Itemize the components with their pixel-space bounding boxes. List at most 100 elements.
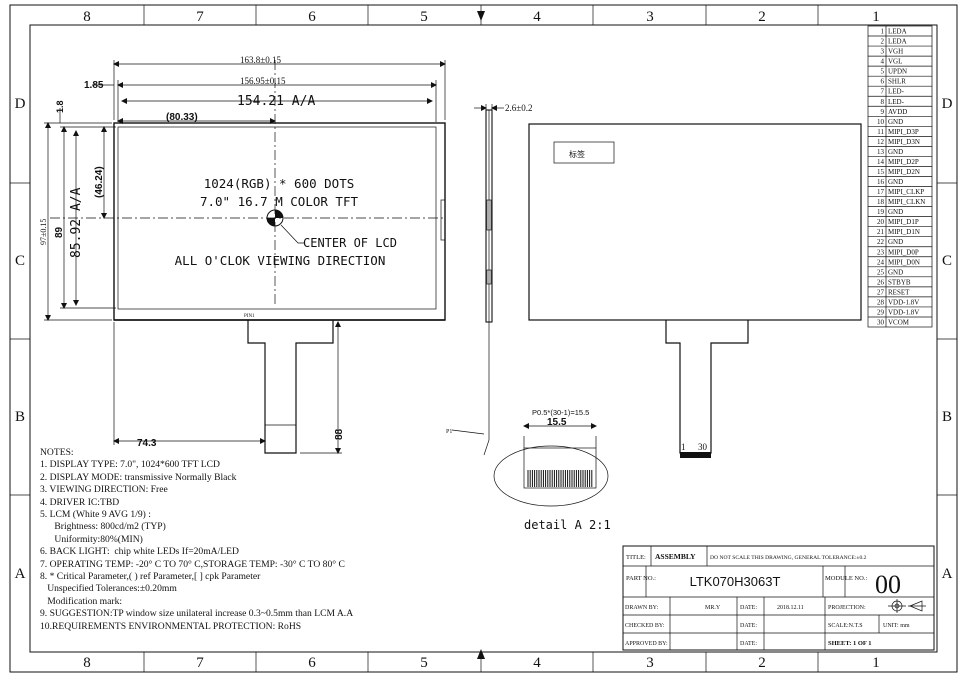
dim-width-outer: 163.8±0.15 [240,55,281,65]
pin-signal: LED- [888,98,905,106]
pin-signal: VGL [888,58,902,66]
fpc-outline [247,320,334,454]
detail-caption: detail A 2:1 [524,518,611,532]
row-label-right: D [942,96,953,112]
title-label: TITLE: [626,554,646,561]
dim-height-outer: 97±0.15 [39,219,48,245]
pin-number: 12 [877,138,885,146]
col-label-top: 7 [196,9,204,25]
pin-number: 3 [881,48,885,56]
pin-signal: MIPI_D2N [888,168,920,176]
front-view: PIN1 163.8±0.15 156.95±0.15 1.85 154.21 … [39,55,446,454]
pin-signal: MIPI_CLKN [888,198,925,206]
note-line: 1. DISPLAY TYPE: 7.0", 1024*600 TFT LCD [40,459,220,471]
col-label-bottom: 6 [308,655,316,671]
sheet-border [9,4,958,673]
module-outline [113,122,446,321]
pin-signal: MIPI_D3N [888,138,920,146]
row-label-left: A [15,566,26,582]
pin-signal: MIPI_D1N [888,228,920,236]
note-line: 5. LCM (White 9 AVG 1/9) : [40,509,151,521]
title-value: ASSEMBLY [655,552,696,561]
col-label-top: 1 [872,9,880,25]
p1-label: P1 [446,429,452,435]
notes-block: NOTES: 1. DISPLAY TYPE: 7.0", 1024*600 T… [40,447,353,633]
unit-label: UNIT: mm [883,623,910,629]
pin-signal: AVDD [888,108,907,116]
pin-signal: VGH [888,48,903,56]
projection-label: PROJECTION: [828,605,866,611]
title-block: TITLE: ASSEMBLY DO NOT SCALE THIS DRAWIN… [622,545,935,651]
note-line: Unspecified Tolerances:±0.20mm [40,583,177,595]
approved-label: APPROVED BY: [625,641,668,647]
col-label-bottom: 1 [872,655,880,671]
projection-symbol-icon [888,599,926,613]
pin-signal: GND [888,118,903,126]
dim-fpc-length: 88 [334,428,345,440]
back-fpc-outline [665,320,749,454]
note-line: 6. BACK LIGHT: chip white LEDs If=20mA/L… [40,546,239,558]
pin-signal: LEDA [888,28,907,36]
col-label-bottom: 2 [758,655,766,671]
pin-number: 13 [877,148,885,156]
scale-note: DO NOT SCALE THIS DRAWING, GENERAL TOLER… [710,555,867,561]
pin-signal: LED- [888,88,905,96]
pin-number: 24 [877,258,885,266]
viewing-direction-text: ALL O'CLOK VIEWING DIRECTION [175,253,386,268]
col-label-bottom: 4 [533,655,541,671]
note-line: 4. DRIVER IC:TBD [40,496,120,508]
pin-number: 17 [877,188,885,196]
label-box [553,141,615,164]
note-line: 2. DISPLAY MODE: transmissive Normally B… [40,471,237,483]
center-of-lcd-label: CENTER OF LCD [303,236,397,250]
col-label-top: 3 [646,9,654,25]
pin-number: 8 [881,98,885,106]
center-mark-top [477,11,485,21]
pin-number: 27 [877,288,885,296]
row-label-left: B [15,409,25,425]
dim-width-aa: 154.21 A/A [237,94,315,109]
col-label-top: 4 [533,9,541,25]
note-line: Brightness: 800cd/m2 (TYP) [40,521,166,533]
module-number: 00 [875,570,901,599]
pin-number: 20 [877,218,885,226]
back-outline [528,123,862,321]
pin-signal: GND [888,178,903,186]
pitch-label: P0.5*(30-1)=15.5 [532,408,589,417]
side-view: 2.6±0.2 P1 [446,103,532,456]
dim-center-y: (46.24) [94,166,105,198]
pin-signal: SHLR [888,78,906,86]
dim-center-x: (80.33) [166,112,198,123]
pin-number: 9 [881,108,885,116]
panel-type-text: 7.0" 16.7 M COLOR TFT [200,194,359,209]
dim-height-aa: 85.92 A/A [69,187,84,258]
fpc-pin-last: 30 [698,442,708,452]
checked-date-label: DATE: [740,623,757,629]
pin-signal: VDD-1.8V [888,298,919,306]
approved-date-label: DATE: [740,641,757,647]
row-label-right: A [942,566,953,582]
col-label-top: 2 [758,9,766,25]
pin-signal: MIPI_D3P [888,128,919,136]
pin-number: 11 [877,128,884,136]
pin-number: 6 [881,78,885,86]
pin-number: 28 [877,298,885,306]
row-label-right: B [942,409,952,425]
pin-signal: VCOM [888,319,910,327]
dim-top-offset: 1.8 [55,100,65,113]
row-label-left: D [15,96,26,112]
col-label-bottom: 5 [420,655,428,671]
pin-number: 10 [877,118,885,126]
pin-signal: GND [888,268,903,276]
checked-label: CHECKED BY: [625,623,665,629]
dim-width-frame: 156.95±0.15 [240,76,286,86]
pin-number: 19 [877,208,885,216]
pin-number: 16 [877,178,885,186]
pin-number: 26 [877,278,885,286]
col-label-bottom: 3 [646,655,654,671]
fpc-pin-first: 1 [681,442,686,452]
pin-number: 14 [877,158,885,166]
col-label-top: 8 [83,9,91,25]
pin-number: 23 [877,248,885,256]
